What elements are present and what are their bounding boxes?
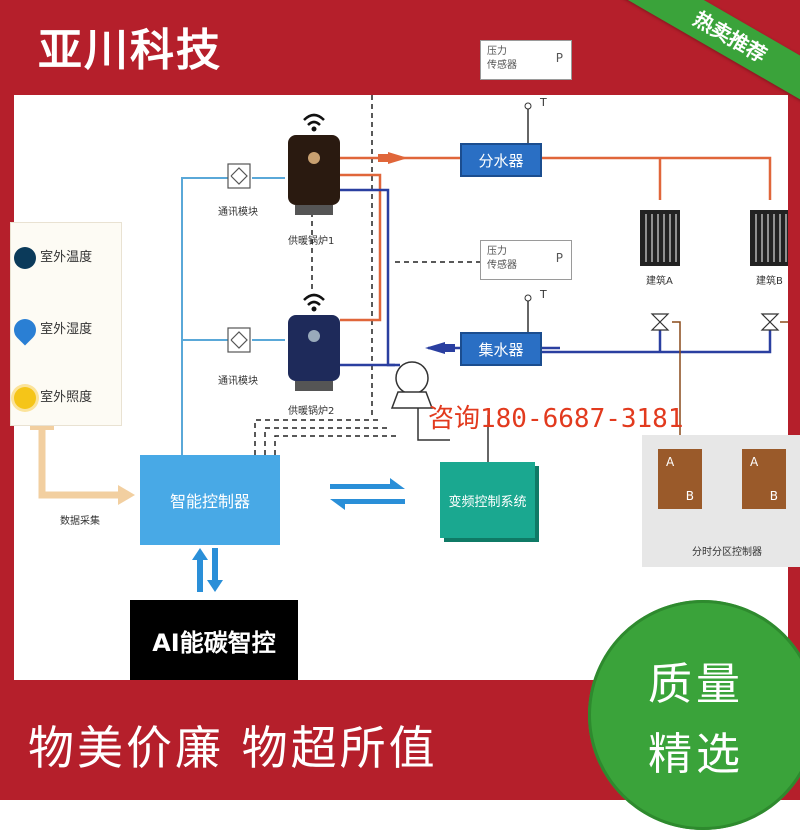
pressure-sensor-label: 压力 (487, 246, 507, 257)
pressure-sensor-2: 压力 传感器 P (480, 240, 572, 280)
right-border (788, 0, 800, 800)
building-a-label: 建筑A (646, 276, 673, 287)
water-drop-icon (9, 313, 41, 346)
hot-sale-ribbon-wrap: 热卖推荐 (620, 0, 800, 140)
left-border (0, 0, 14, 800)
pressure-sensor-label: 压力 (487, 46, 507, 57)
sensor-label: 室外温度 (40, 250, 93, 265)
thermometer-icon (14, 246, 36, 269)
pressure-tag: P (555, 251, 563, 265)
footer-slogan: 物美价廉 物超所值 (28, 721, 438, 775)
pressure-sensor-label: 传感器 (487, 60, 517, 71)
ai-carbon-control-banner: AI能碳智控 (130, 600, 298, 680)
water-distributor: 分水器 (460, 143, 542, 177)
zone-label: A (750, 455, 759, 469)
sensor-row-humidity: 室外湿度 (9, 313, 93, 346)
sensor-label: 室外照度 (40, 390, 93, 405)
zone-label: B (685, 489, 694, 503)
pressure-sensor-label: 传感器 (487, 260, 517, 271)
vfd-control-system: 变频控制系统 (440, 462, 535, 538)
temperature-tag-1: T (540, 96, 547, 109)
pressure-sensor-1: 压力 传感器 P (480, 40, 572, 80)
diagram-lines (30, 59, 790, 592)
temperature-tag-2: T (540, 288, 547, 301)
building-b-label: 建筑B (756, 276, 783, 287)
zone-controller-unit: A B (742, 449, 786, 509)
sensor-row-illuminance: 室外照度 (14, 386, 92, 409)
quality-badge (588, 600, 800, 830)
zone-controller-panel: A B A B 分时分区控制器 (642, 435, 800, 567)
zone-controller-label: 分时分区控制器 (692, 547, 762, 558)
brand-name: 亚川科技 (38, 25, 222, 76)
comm-module-2-label: 通讯模块 (218, 376, 258, 387)
smart-controller: 智能控制器 (140, 455, 280, 545)
consult-phone: 咨询180-6687-3181 (428, 404, 684, 434)
zone-controller-unit: A B (658, 449, 702, 509)
comm-module-1-label: 通讯模块 (218, 207, 258, 218)
zone-label: A (666, 455, 675, 469)
sensor-label: 室外湿度 (40, 322, 93, 337)
sun-icon (14, 386, 36, 409)
boiler-1-label: 供暖锅炉1 (288, 236, 335, 247)
quality-badge-line1: 质量 (648, 659, 744, 710)
sensor-row-temperature: 室外温度 (14, 246, 92, 269)
data-collection-label: 数据采集 (60, 516, 100, 527)
zone-label: B (769, 489, 778, 503)
boiler-2-label: 供暖锅炉2 (288, 406, 335, 417)
quality-badge-line2: 精选 (648, 729, 744, 780)
hot-sale-ribbon: 热卖推荐 (620, 0, 800, 114)
pressure-tag: P (555, 51, 563, 65)
water-collector: 集水器 (460, 332, 542, 366)
